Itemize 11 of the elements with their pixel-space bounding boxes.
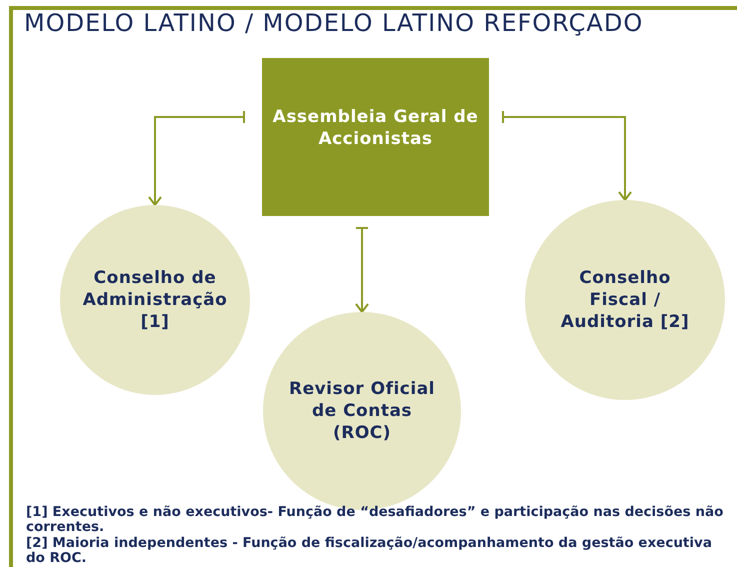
process-box <box>262 58 489 216</box>
arrow <box>148 110 245 206</box>
title: MODELO LATINO / MODELO LATINO REFORÇADO <box>24 9 644 37</box>
arrow <box>355 227 369 313</box>
footnote: [2] Maioria independentes - Função de fiscalização/acompanhamento da gestão executiva do ROC. <box>26 536 713 566</box>
arrow <box>502 110 632 201</box>
node-label: Revisor Oficial de Contas (ROC) <box>288 378 436 444</box>
footnote: [1] Executivos e não executivos- Função de “desafiadores” e participação nas decisões não correntes. <box>26 505 724 535</box>
node-label: Conselho de Administração [1] <box>82 267 228 333</box>
node-label: Assembleia Geral de Accionistas <box>272 106 479 150</box>
node-label: Conselho Fiscal / Auditoria [2] <box>560 267 690 333</box>
